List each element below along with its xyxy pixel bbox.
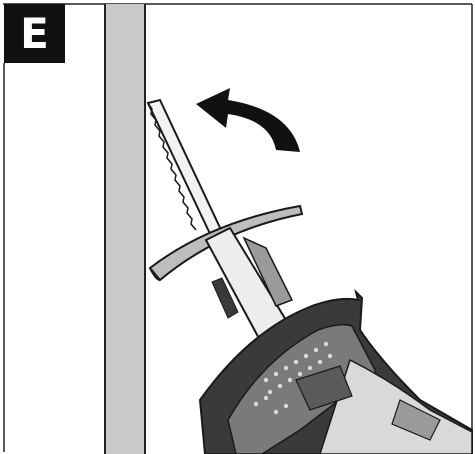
curved-arrow-counterclockwise-icon <box>196 88 300 152</box>
saw-body <box>200 292 472 454</box>
saw-blade <box>148 100 222 238</box>
wall-panel <box>105 4 145 454</box>
step-label: E <box>4 4 65 63</box>
